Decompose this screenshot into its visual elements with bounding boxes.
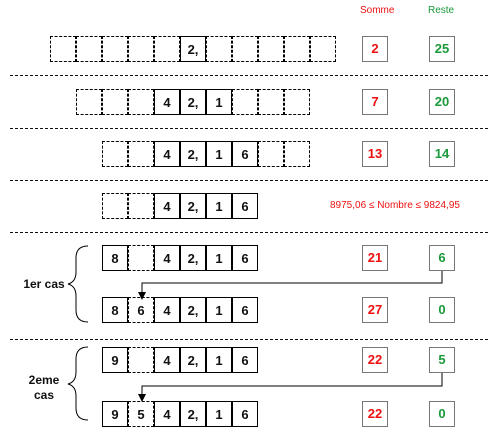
digit-cell: 4 bbox=[154, 89, 180, 115]
separator bbox=[10, 75, 488, 76]
digit-cell: 1 bbox=[206, 193, 232, 219]
digit-cell: 1 bbox=[206, 141, 232, 167]
separator bbox=[10, 180, 488, 181]
separator bbox=[10, 128, 488, 129]
digit-row: 2, bbox=[50, 36, 336, 62]
empty-digit-cell bbox=[232, 36, 258, 62]
reste-value: 5 bbox=[429, 347, 455, 373]
empty-digit-cell bbox=[232, 89, 258, 115]
digit-cell: 2, bbox=[180, 297, 206, 323]
empty-digit-cell bbox=[128, 347, 154, 373]
digit-cell: 6 bbox=[232, 401, 258, 427]
case-label-2-line1: 2eme bbox=[28, 373, 60, 387]
digit-cell: 1 bbox=[206, 245, 232, 271]
digit-cell: 1 bbox=[206, 297, 232, 323]
reste-value: 20 bbox=[429, 89, 455, 115]
empty-digit-cell bbox=[76, 36, 102, 62]
case-2-arrow bbox=[138, 373, 443, 402]
empty-digit-cell bbox=[258, 141, 284, 167]
digit-cell: 2, bbox=[180, 245, 206, 271]
empty-digit-cell bbox=[284, 141, 310, 167]
somme-value: 7 bbox=[362, 89, 388, 115]
case-label-2: 2eme cas bbox=[14, 373, 74, 403]
reste-value: 0 bbox=[429, 401, 455, 427]
somme-value: 2 bbox=[362, 36, 388, 62]
empty-digit-cell bbox=[50, 36, 76, 62]
digit-cell: 9 bbox=[102, 401, 128, 427]
reste-value: 25 bbox=[429, 36, 455, 62]
somme-value: 22 bbox=[362, 401, 388, 427]
digit-cell: 6 bbox=[232, 141, 258, 167]
digit-cell: 1 bbox=[206, 347, 232, 373]
digit-cell: 2, bbox=[180, 193, 206, 219]
empty-digit-cell bbox=[154, 36, 180, 62]
empty-digit-cell bbox=[102, 89, 128, 115]
digit-cell: 4 bbox=[154, 193, 180, 219]
digit-cell: 4 bbox=[154, 141, 180, 167]
digit-cell: 4 bbox=[154, 297, 180, 323]
somme-value: 13 bbox=[362, 141, 388, 167]
empty-digit-cell bbox=[76, 89, 102, 115]
digit-cell: 4 bbox=[154, 347, 180, 373]
empty-digit-cell bbox=[128, 36, 154, 62]
digit-cell: 2, bbox=[180, 36, 206, 62]
empty-digit-cell: 5 bbox=[128, 401, 154, 427]
digit-cell: 6 bbox=[232, 347, 258, 373]
case-label-1-line1: 1er cas bbox=[23, 277, 65, 291]
digit-cell: 2, bbox=[180, 347, 206, 373]
empty-digit-cell bbox=[310, 36, 336, 62]
case-label-1: 1er cas bbox=[14, 277, 74, 291]
digit-cell: 2, bbox=[180, 89, 206, 115]
digit-cell: 4 bbox=[154, 245, 180, 271]
digit-cell: 6 bbox=[232, 193, 258, 219]
digit-cell: 8 bbox=[102, 297, 128, 323]
reste-value: 0 bbox=[429, 297, 455, 323]
empty-digit-cell bbox=[128, 89, 154, 115]
digit-cell: 9 bbox=[102, 347, 128, 373]
separator bbox=[10, 232, 488, 233]
empty-digit-cell bbox=[258, 89, 284, 115]
header-reste: Reste bbox=[428, 5, 455, 16]
header-somme: Somme bbox=[360, 5, 395, 16]
case-1-brace bbox=[67, 245, 89, 323]
case-label-2-line2: cas bbox=[33, 388, 55, 402]
empty-digit-cell bbox=[128, 141, 154, 167]
case-2-brace bbox=[67, 346, 89, 421]
empty-digit-cell bbox=[102, 193, 128, 219]
digit-cell: 4 bbox=[154, 401, 180, 427]
digit-cell: 2, bbox=[180, 401, 206, 427]
empty-digit-cell bbox=[206, 36, 232, 62]
somme-value: 21 bbox=[362, 245, 388, 271]
empty-digit-cell bbox=[284, 89, 310, 115]
empty-digit-cell bbox=[284, 36, 310, 62]
reste-value: 14 bbox=[429, 141, 455, 167]
separator bbox=[10, 339, 488, 340]
empty-digit-cell bbox=[102, 141, 128, 167]
empty-digit-cell bbox=[128, 245, 154, 271]
digit-cell: 1 bbox=[206, 401, 232, 427]
somme-value: 22 bbox=[362, 347, 388, 373]
case-1-arrow bbox=[138, 271, 443, 300]
digit-cell: 6 bbox=[232, 245, 258, 271]
empty-digit-cell bbox=[128, 193, 154, 219]
digit-cell: 8 bbox=[102, 245, 128, 271]
inequality-label: 8975,06 ≤ Nombre ≤ 9824,95 bbox=[330, 200, 460, 211]
digit-cell: 6 bbox=[232, 297, 258, 323]
reste-value: 6 bbox=[429, 245, 455, 271]
empty-digit-cell bbox=[258, 36, 284, 62]
empty-digit-cell bbox=[102, 36, 128, 62]
digit-cell: 1 bbox=[206, 89, 232, 115]
digit-cell: 2, bbox=[180, 141, 206, 167]
somme-value: 27 bbox=[362, 297, 388, 323]
empty-digit-cell: 6 bbox=[128, 297, 154, 323]
